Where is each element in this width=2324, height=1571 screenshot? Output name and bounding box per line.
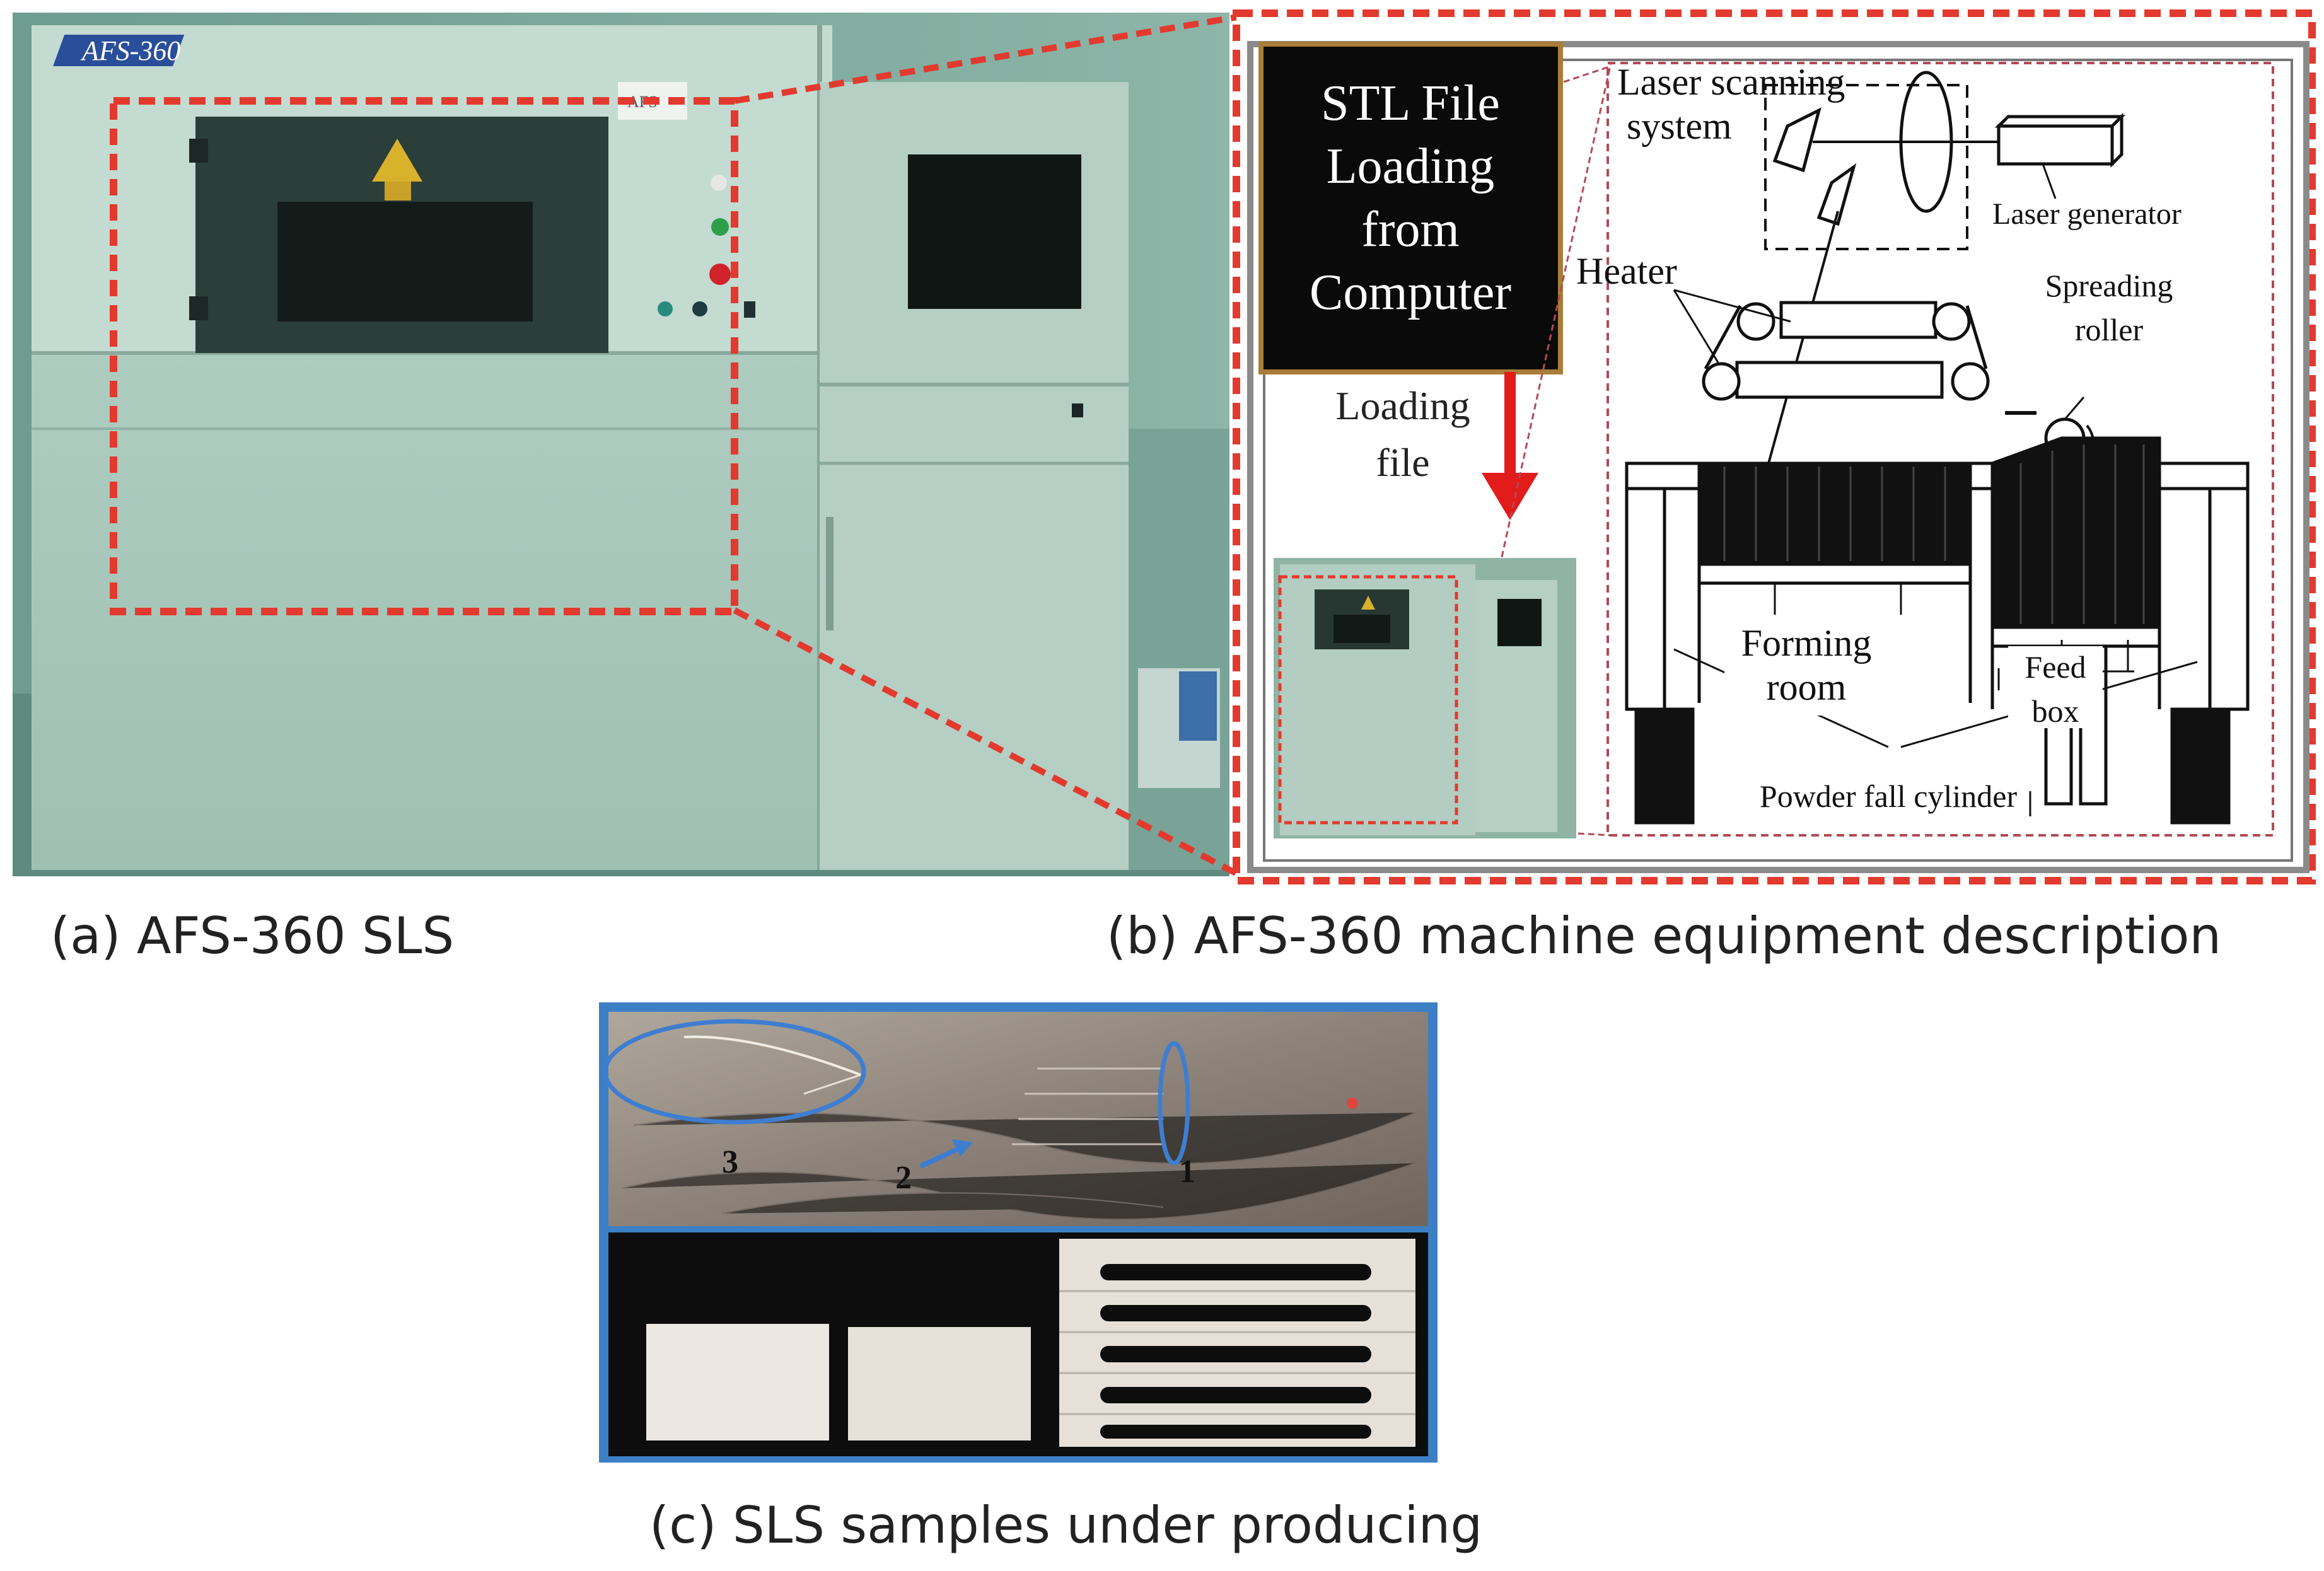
svg-text:Loading: Loading [1327,139,1495,194]
label-spreading-roller: Spreading [2045,268,2173,303]
svg-text:box: box [2032,693,2079,729]
stl-file-box [1258,42,1563,374]
machine-thumbnail [1274,558,1576,838]
svg-text:STL File: STL File [1321,76,1500,131]
marker-2: 2 [895,1160,912,1196]
stop-button-icon [709,264,731,285]
label-feed-box: Feed [2025,649,2086,685]
panel-b-schematic: STL File Loading from Computer Loading f… [1233,9,2316,884]
marker-3: 3 [722,1144,738,1180]
label-laser-scanning-system: Laser scanning [1617,61,1845,103]
svg-text:Loading: Loading [1335,383,1470,428]
panel-a-photo: AFS-360 AFS [13,13,1229,876]
label-heater: Heater [1576,250,1677,292]
sls-schematic-drawing [1625,71,2250,825]
label-laser-generator: Laser generator [1992,197,2182,231]
svg-text:file: file [1376,440,1429,485]
sample-block-2 [848,1327,1031,1441]
annotation-ellipse-1 [1158,1041,1190,1166]
label-powder-fall-cylinder: Powder fall cylinder [1760,779,2018,814]
panel-c-photo: 3 2 1 [599,1002,1438,1463]
zoom-connector-lines [733,13,1246,876]
side-monitor-window [908,154,1081,309]
svg-text:room: room [1767,666,1847,708]
caption-panel-a: (a) AFS-360 SLS [50,907,455,965]
indicator-light-icon [711,175,727,191]
label-forming-room: Forming [1741,622,1872,664]
start-button-icon [711,218,729,236]
highlight-dashed-box [110,97,738,615]
machine-badge: AFS-360 [80,35,180,66]
svg-text:from: from [1361,202,1460,257]
svg-text:roller: roller [2075,312,2144,347]
caption-panel-c: (c) SLS samples under producing [649,1496,1483,1555]
laser-warning-icon [372,139,422,182]
svg-text:system: system [1627,105,1732,147]
annotation-arrow-2 [919,1145,963,1169]
laser-spot-icon [1347,1098,1358,1109]
caption-panel-b: (b) AFS-360 machine equipment descriptio… [1107,907,2222,965]
svg-text:Computer: Computer [1310,265,1511,320]
marker-1: 1 [1179,1154,1195,1190]
sample-block-1 [646,1324,829,1441]
loading-arrow-icon [1482,372,1538,520]
tensile-specimens [1059,1239,1415,1447]
annotation-ellipse-3 [603,1019,866,1125]
